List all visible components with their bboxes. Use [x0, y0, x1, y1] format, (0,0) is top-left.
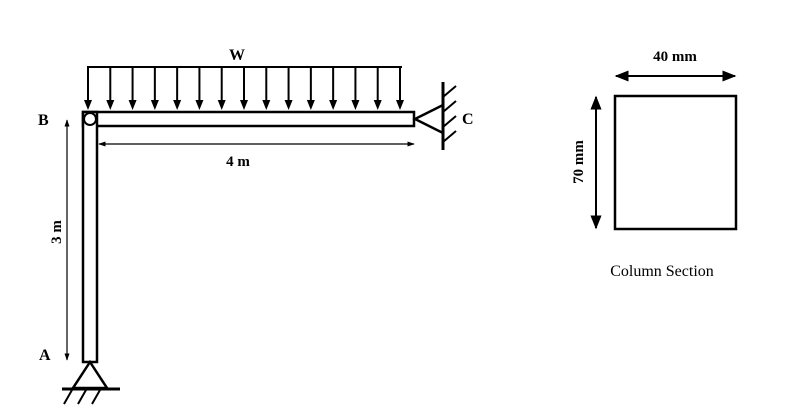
load-arrow-head — [84, 100, 92, 110]
load-label: W — [229, 47, 245, 64]
section-caption: Column Section — [610, 263, 714, 280]
load-arrows — [84, 67, 404, 110]
load-arrow-head — [351, 100, 360, 110]
load-arrow-head — [373, 100, 382, 110]
load-arrow-head — [195, 100, 204, 110]
section-height-label: 70 mm — [571, 140, 587, 184]
load-arrow-head — [240, 100, 248, 110]
pin-support-a — [62, 359, 120, 405]
joint-label-c: C — [462, 111, 474, 128]
load-arrow-head — [128, 100, 137, 110]
pin-support-c — [412, 82, 457, 150]
load-arrow-head — [217, 100, 226, 110]
joint-label-b: B — [38, 112, 49, 129]
column-ab — [81, 110, 99, 364]
load-arrow-head — [396, 100, 404, 110]
column-section-rect — [613, 94, 738, 231]
beam-span-label: 4 m — [226, 154, 250, 170]
joint-label-a: A — [39, 347, 51, 364]
load-arrow-head — [284, 100, 293, 110]
load-arrow-head — [329, 100, 338, 110]
load-arrow-head — [150, 100, 159, 110]
load-arrow-head — [262, 100, 271, 110]
beam-bc — [81, 110, 416, 128]
column-height-label: 3 m — [49, 220, 65, 244]
hinge-b — [83, 112, 97, 126]
section-width-label: 40 mm — [653, 49, 697, 65]
load-arrow-head — [306, 100, 315, 110]
load-arrow-head — [173, 100, 182, 110]
load-arrow-head — [106, 100, 115, 110]
distributed-load — [84, 66, 404, 110]
